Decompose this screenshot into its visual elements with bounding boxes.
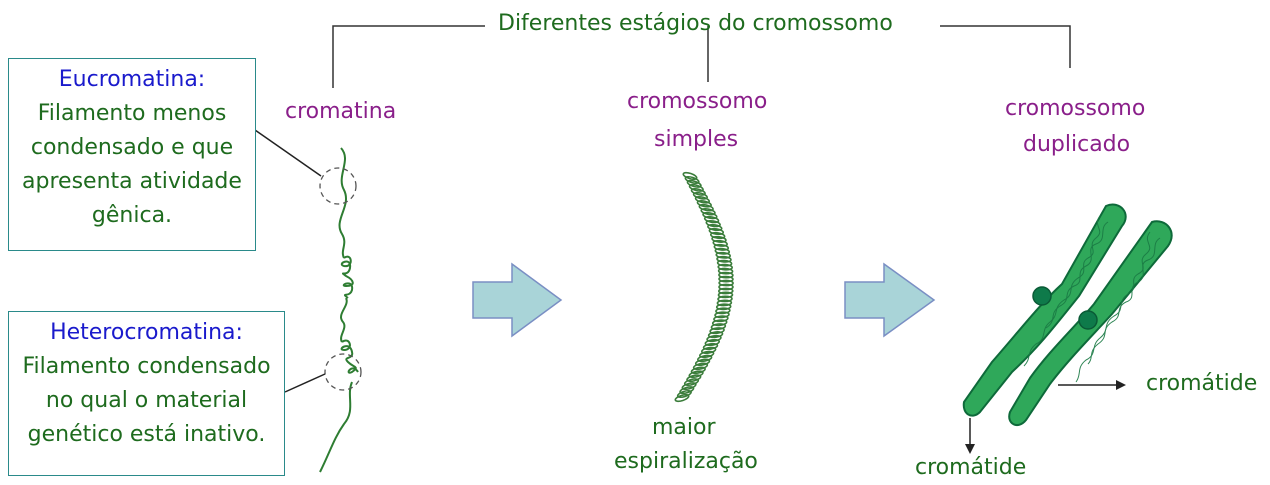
- coil-loop: [712, 239, 728, 247]
- chromatin-strand: [319, 147, 359, 473]
- coil-loop: [718, 287, 734, 295]
- coil-loop: [717, 291, 734, 299]
- coil-loop: [692, 191, 709, 200]
- coil-loop: [694, 195, 711, 204]
- coil-loop: [698, 203, 714, 212]
- duplicated-chromosome: [962, 203, 1173, 427]
- coil-loop: [715, 251, 731, 259]
- coil-loop: [718, 283, 734, 291]
- coil-loop: [702, 211, 718, 220]
- duplicated-chromosome-label-line2: duplicado: [1023, 132, 1131, 157]
- centromere-left: [1032, 286, 1052, 306]
- coil-loop: [710, 323, 727, 331]
- heterochromatin-box: Heterocromatina: Filamento condensado no…: [8, 311, 285, 476]
- coil-loop: [709, 327, 725, 335]
- euchromatin-title: Eucromatina:: [58, 67, 206, 92]
- coil-loop: [704, 338, 721, 347]
- coil-loop: [702, 342, 719, 351]
- chromatid-label-right: cromátide: [1146, 371, 1258, 396]
- coil-loop: [718, 275, 734, 283]
- coil-loop: [711, 319, 728, 327]
- simple-chromosome-label-line2: simples: [654, 127, 739, 152]
- coil-loop: [711, 235, 727, 243]
- heterochromatin-title: Heterocromatina:: [50, 320, 243, 345]
- coil-loop: [688, 370, 704, 379]
- coil-loop: [690, 366, 706, 375]
- chromatin-label: cromatina: [285, 99, 397, 124]
- chromatid-pointer-arrows: [965, 380, 1126, 454]
- coil-loop: [714, 311, 730, 319]
- euchromatin-box: Eucromatina: Filamento menos condensado …: [8, 58, 256, 251]
- stage-arrows: [472, 262, 936, 338]
- coil-loop: [703, 215, 720, 224]
- coil-loop: [718, 271, 734, 279]
- coil-loop: [715, 303, 732, 311]
- coil-loop: [714, 247, 731, 255]
- coil-loop: [708, 227, 725, 236]
- heterochromatin-line: Filamento condensado: [22, 354, 271, 379]
- coil-loop: [715, 307, 731, 315]
- coil-loop: [713, 315, 729, 323]
- chromatid-left: [962, 203, 1127, 417]
- coil-loop: [690, 187, 706, 196]
- chromatid-label-bottom: cromátide: [915, 455, 1027, 480]
- simple-chromosome-label-line1: cromossomo: [627, 89, 768, 114]
- spiral-caption-line1: maior: [652, 415, 716, 440]
- coil-loop: [696, 199, 712, 208]
- euchromatin-line: gênica.: [91, 203, 173, 228]
- coil-loop: [707, 223, 723, 232]
- title-bracket: [332, 25, 1071, 88]
- coil-loop: [705, 219, 721, 228]
- coil-loop: [707, 331, 724, 339]
- coil-loop: [717, 267, 734, 275]
- coil-loop: [674, 393, 690, 403]
- coil-loop: [683, 378, 700, 387]
- coil-loop: [686, 179, 702, 188]
- euchromatin-line: condensado e que: [30, 135, 234, 160]
- diagram-title: Diferentes estágios do cromossomo: [498, 11, 893, 36]
- coil-loop: [688, 183, 704, 192]
- chromatin-highlight-circles: [319, 167, 362, 391]
- coil-loop: [692, 362, 709, 371]
- coil-loop: [700, 346, 717, 355]
- simple-chromosome-coil: [674, 171, 734, 403]
- heterochromatin-line: genético está inativo.: [27, 422, 266, 447]
- coil-loop: [717, 295, 733, 303]
- arrow-right-1-icon: [472, 262, 563, 338]
- coil-loop: [699, 350, 715, 359]
- coil-loop: [681, 382, 697, 391]
- coil-loop: [717, 263, 733, 271]
- coil-loop: [718, 279, 734, 287]
- coil-loop: [709, 231, 726, 240]
- heterochromatin-line: no qual o material: [45, 388, 248, 413]
- euchromatin-line: apresenta atividade: [22, 169, 242, 194]
- box-pointer-lines: [254, 129, 326, 393]
- coil-loop: [694, 358, 711, 367]
- arrow-right-2-icon: [844, 262, 936, 338]
- centromere-right: [1078, 310, 1098, 330]
- coil-loop: [700, 207, 716, 216]
- euchromatin-line: Filamento menos: [37, 101, 227, 126]
- duplicated-chromosome-label-line1: cromossomo: [1005, 96, 1146, 121]
- coil-loop: [716, 299, 733, 307]
- coil-loop: [686, 374, 702, 383]
- coil-loop: [716, 255, 732, 263]
- coil-loop: [706, 334, 722, 343]
- coil-loop: [697, 354, 713, 363]
- coil-loop: [716, 259, 733, 267]
- spiral-caption-line2: espiralização: [614, 449, 758, 474]
- coil-loop: [713, 243, 730, 251]
